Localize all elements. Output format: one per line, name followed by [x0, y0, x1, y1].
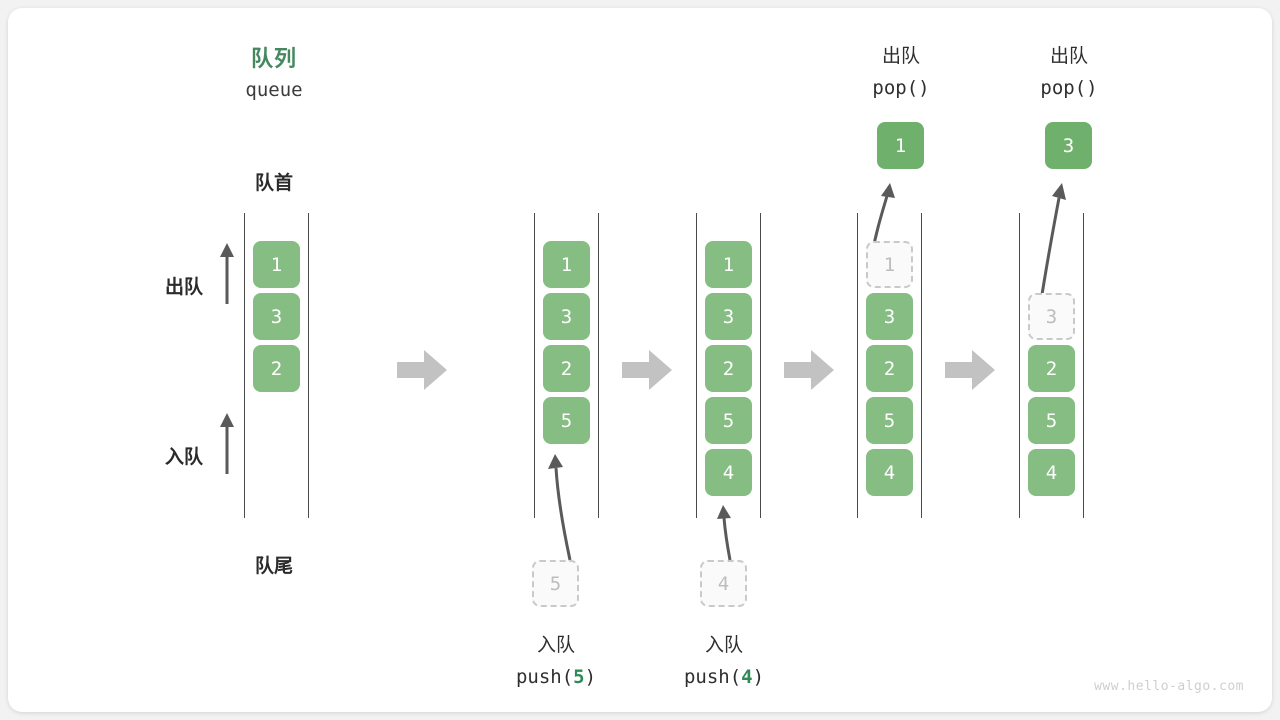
dequeue-label: 出队 — [164, 277, 203, 298]
queue-cell: 1 — [543, 241, 590, 288]
queue-cell: 2 — [253, 345, 300, 392]
page-title: 队列 — [250, 46, 297, 71]
rail-right — [598, 213, 599, 518]
incoming-ghost-cell: 5 — [532, 560, 579, 607]
pop1-header-cn: 出队 — [881, 46, 920, 67]
push4-caption-code: push(4) — [654, 666, 794, 688]
incoming-ghost-cell: 4 — [700, 560, 747, 607]
push-arrow-icon — [714, 500, 742, 561]
queue-column-push4: 1 3 2 5 4 — [696, 213, 762, 518]
rail-right — [921, 213, 922, 518]
queue-column-push5: 1 3 2 5 — [534, 213, 600, 518]
stage-separator-arrow-icon — [784, 348, 834, 392]
push-arrow-icon — [548, 448, 582, 561]
push4-caption-cn: 入队 — [704, 635, 743, 656]
page-subtitle: queue — [245, 79, 303, 101]
queue-cell: 2 — [705, 345, 752, 392]
diagram-card: 队列 queue 队首 队尾 出队 入队 1 3 2 1 3 2 — [8, 8, 1272, 712]
queue-cell: 5 — [866, 397, 913, 444]
queue-cell: 4 — [1028, 449, 1075, 496]
stage-separator-arrow-icon — [945, 348, 995, 392]
rail-right — [308, 213, 309, 518]
queue-cell: 5 — [1028, 397, 1075, 444]
queue-cell: 3 — [705, 293, 752, 340]
queue-cell: 5 — [705, 397, 752, 444]
rail-left — [857, 213, 858, 518]
rear-label: 队尾 — [254, 556, 293, 577]
queue-cell: 1 — [705, 241, 752, 288]
push5-code-prefix: push( — [515, 666, 574, 688]
rail-right — [760, 213, 761, 518]
stage-separator-arrow-icon — [397, 348, 447, 392]
queue-cell: 2 — [866, 345, 913, 392]
front-label: 队首 — [254, 173, 293, 194]
queue-cell: 2 — [543, 345, 590, 392]
push5-code-suffix: ) — [584, 666, 597, 688]
enqueue-arrow-icon — [216, 412, 238, 474]
push5-code-value: 5 — [573, 666, 585, 688]
queue-cell: 1 — [253, 241, 300, 288]
popped-cell: 1 — [877, 122, 924, 169]
queue-cell-ghost: 3 — [1028, 293, 1075, 340]
stage-separator-arrow-icon — [622, 348, 672, 392]
rail-left — [244, 213, 245, 518]
watermark: www.hello-algo.com — [1094, 679, 1244, 694]
push4-code-suffix: ) — [752, 666, 765, 688]
queue-cell: 4 — [705, 449, 752, 496]
enqueue-label: 入队 — [164, 447, 203, 468]
queue-column-pop3: 3 2 5 4 — [1019, 213, 1085, 518]
dequeue-arrow-icon — [216, 242, 238, 304]
queue-cell: 3 — [543, 293, 590, 340]
queue-cell: 3 — [866, 293, 913, 340]
queue-column-pop1: 1 3 2 5 4 — [857, 213, 923, 518]
pop3-header-cn: 出队 — [1049, 46, 1088, 67]
queue-column-initial: 1 3 2 — [244, 213, 310, 518]
pop3-header-code: pop() — [1040, 77, 1098, 99]
rail-left — [1019, 213, 1020, 518]
pop1-header-code: pop() — [872, 77, 930, 99]
push5-caption-code: push(5) — [486, 666, 626, 688]
queue-cell-ghost: 1 — [866, 241, 913, 288]
rail-left — [534, 213, 535, 518]
push4-code-prefix: push( — [683, 666, 742, 688]
rail-right — [1083, 213, 1084, 518]
push5-caption-cn: 入队 — [536, 635, 575, 656]
rail-left — [696, 213, 697, 518]
push4-code-value: 4 — [741, 666, 753, 688]
popped-cell: 3 — [1045, 122, 1092, 169]
queue-cell: 3 — [253, 293, 300, 340]
queue-cell: 4 — [866, 449, 913, 496]
queue-cell: 5 — [543, 397, 590, 444]
queue-cell: 2 — [1028, 345, 1075, 392]
